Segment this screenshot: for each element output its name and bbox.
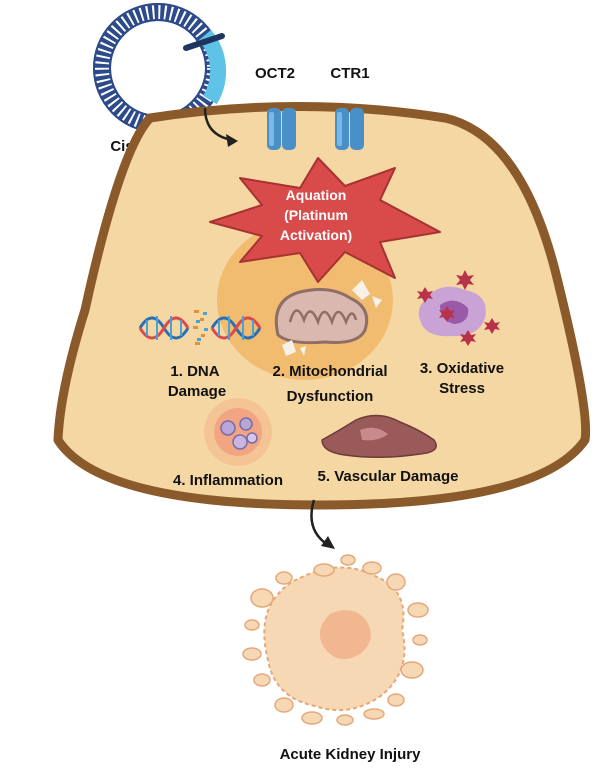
mechanism-2-line2: Dysfunction xyxy=(287,388,374,405)
oct2-channel-icon xyxy=(267,108,296,150)
mechanism-5-line1: 5. Vascular Damage xyxy=(318,468,459,485)
ctr1-label: CTR1 xyxy=(330,65,369,82)
activation-line1: Aquation xyxy=(286,187,347,203)
activation-star-icon xyxy=(209,157,441,283)
outcome-label: Acute Kidney Injury xyxy=(280,746,422,763)
entry-arrow xyxy=(203,107,238,147)
mechanism-4-line1: 4. Inflammation xyxy=(173,472,283,489)
oct2-label: OCT2 xyxy=(255,65,295,82)
outcome-arrow xyxy=(310,499,335,549)
mechanism-2-line1: 2. Mitochondrial xyxy=(272,363,387,380)
injured-cell-icon xyxy=(242,554,429,726)
mechanism-1-line1: 1. DNA xyxy=(170,363,219,380)
activation-line3: Activation) xyxy=(280,227,352,243)
oxidative-stress-icon xyxy=(417,270,500,346)
mechanism-1-line2: Damage xyxy=(168,383,226,400)
activation-line2: (Platinum xyxy=(284,207,348,223)
ctr1-channel-icon xyxy=(335,108,364,150)
dna-icon xyxy=(138,310,262,345)
vascular-damage-icon xyxy=(321,414,437,459)
mechanism-3-line1: 3. Oxidative xyxy=(420,360,504,377)
inflammation-icon xyxy=(204,398,272,466)
mechanism-3-line2: Stress xyxy=(439,380,485,397)
mitochondrion-icon xyxy=(274,280,382,356)
